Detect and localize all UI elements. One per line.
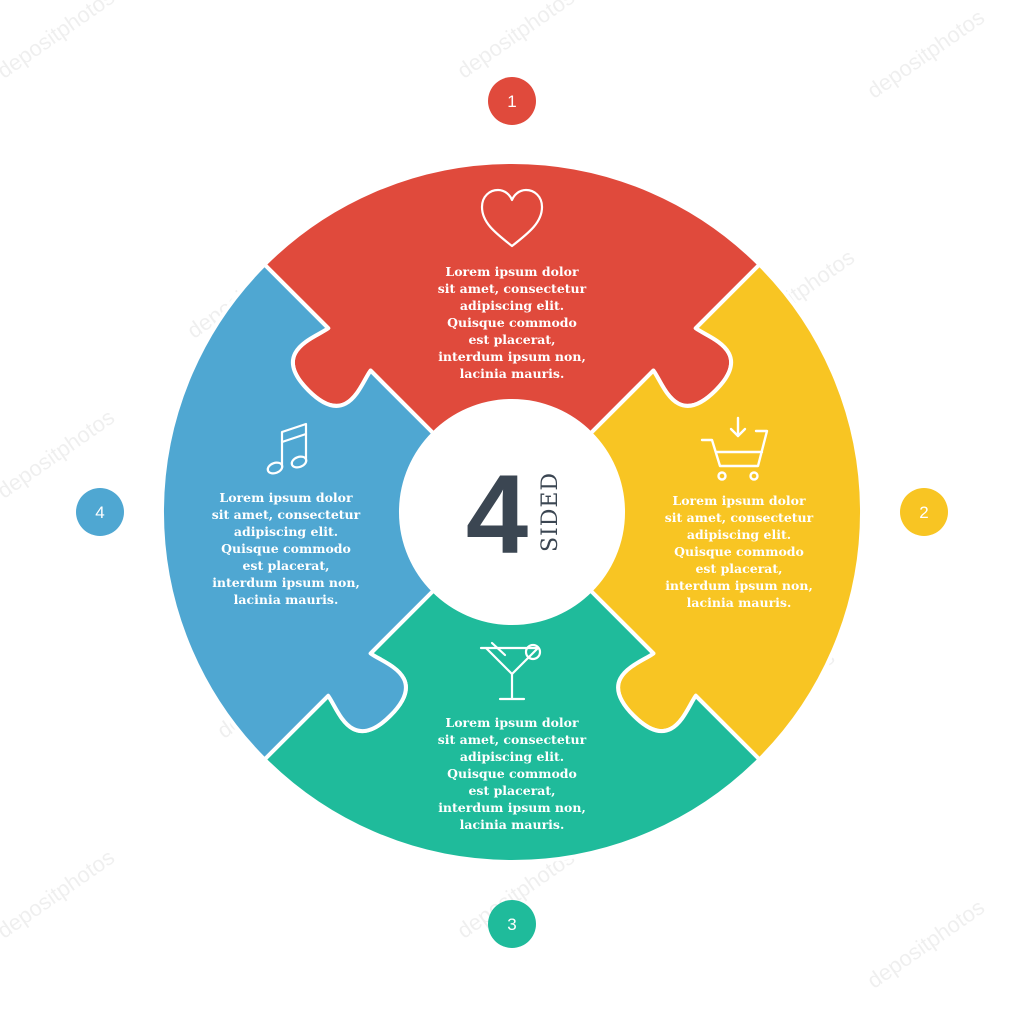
step-marker-2: 2 [900,488,948,536]
heart-icon [480,188,544,248]
piece-4-text-line: lacinia mauris. [234,592,339,607]
piece-2-text-line: lacinia mauris. [687,595,792,610]
piece-4-text-line: sit amet, consectetur [212,507,361,522]
piece-3-text-line: est placerat, [468,783,555,798]
step-marker-circle [900,488,948,536]
step-marker-label: 2 [919,503,928,522]
piece-3-text-line: lacinia mauris. [460,817,565,832]
piece-3-text-line: adipiscing elit. [460,749,564,764]
watermark-text: depositphotos [862,4,989,103]
piece-1-text-line: Lorem ipsum dolor [445,264,579,279]
piece-1-text-line: interdum ipsum non, [438,349,586,364]
piece-4-text-line: interdum ipsum non, [212,575,360,590]
step-markers: 1 2 3 4 [76,77,948,948]
piece-1-text-line: adipiscing elit. [460,298,564,313]
piece-3-text-line: interdum ipsum non, [438,800,586,815]
piece-3-text-line: Quisque commodo [447,766,577,781]
piece-1-text: Lorem ipsum dolor sit amet, consectetur ad… [438,264,587,381]
piece-texts: Lorem ipsum dolor sit amet, consectetur ad… [212,264,814,832]
center-label: SIDED [538,472,563,552]
piece-4-text: Lorem ipsum dolor sit amet, consectetur ad… [212,490,361,607]
piece-3-text-line: Lorem ipsum dolor [445,715,579,730]
step-marker-circle [488,77,536,125]
piece-4-text-line: Quisque commodo [221,541,351,556]
piece-4-text-line: est placerat, [242,558,329,573]
watermark-text: depositphotos [452,0,579,83]
piece-3-text: Lorem ipsum dolor sit amet, consectetur ad… [438,715,587,832]
piece-2-text-line: interdum ipsum non, [665,578,813,593]
watermark-text: depositphotos [0,844,119,943]
piece-2-text-line: adipiscing elit. [687,527,791,542]
shopping-cart-icon [700,416,769,481]
puzzle-ring [159,159,865,865]
step-marker-4: 4 [76,488,124,536]
piece-1-text-line: Quisque commodo [447,315,577,330]
step-marker-circle [76,488,124,536]
center-circle [401,401,623,623]
piece-1-text-line: lacinia mauris. [460,366,565,381]
step-marker-label: 1 [507,92,516,111]
center-number: 4 [466,452,528,577]
piece-4-text-line: adipiscing elit. [234,524,338,539]
piece-1-text-line: sit amet, consectetur [438,281,587,296]
step-marker-3: 3 [488,900,536,948]
watermark-text: depositphotos [862,894,989,993]
music-note-icon [266,422,308,475]
piece-2-text-line: Quisque commodo [674,544,804,559]
piece-2-text-line: Lorem ipsum dolor [672,493,806,508]
step-marker-label: 4 [95,503,104,522]
step-marker-label: 3 [507,915,516,934]
piece-2-text: Lorem ipsum dolor sit amet, consectetur ad… [665,493,814,610]
piece-4-text-line: Lorem ipsum dolor [219,490,353,505]
piece-2-text-line: est placerat, [695,561,782,576]
watermark-text: depositphotos [0,0,119,83]
cocktail-glass-icon [479,641,542,701]
piece-1-text-line: est placerat, [468,332,555,347]
piece-2-text-line: sit amet, consectetur [665,510,814,525]
piece-3-text-line: sit amet, consectetur [438,732,587,747]
step-marker-1: 1 [488,77,536,125]
step-marker-circle [488,900,536,948]
